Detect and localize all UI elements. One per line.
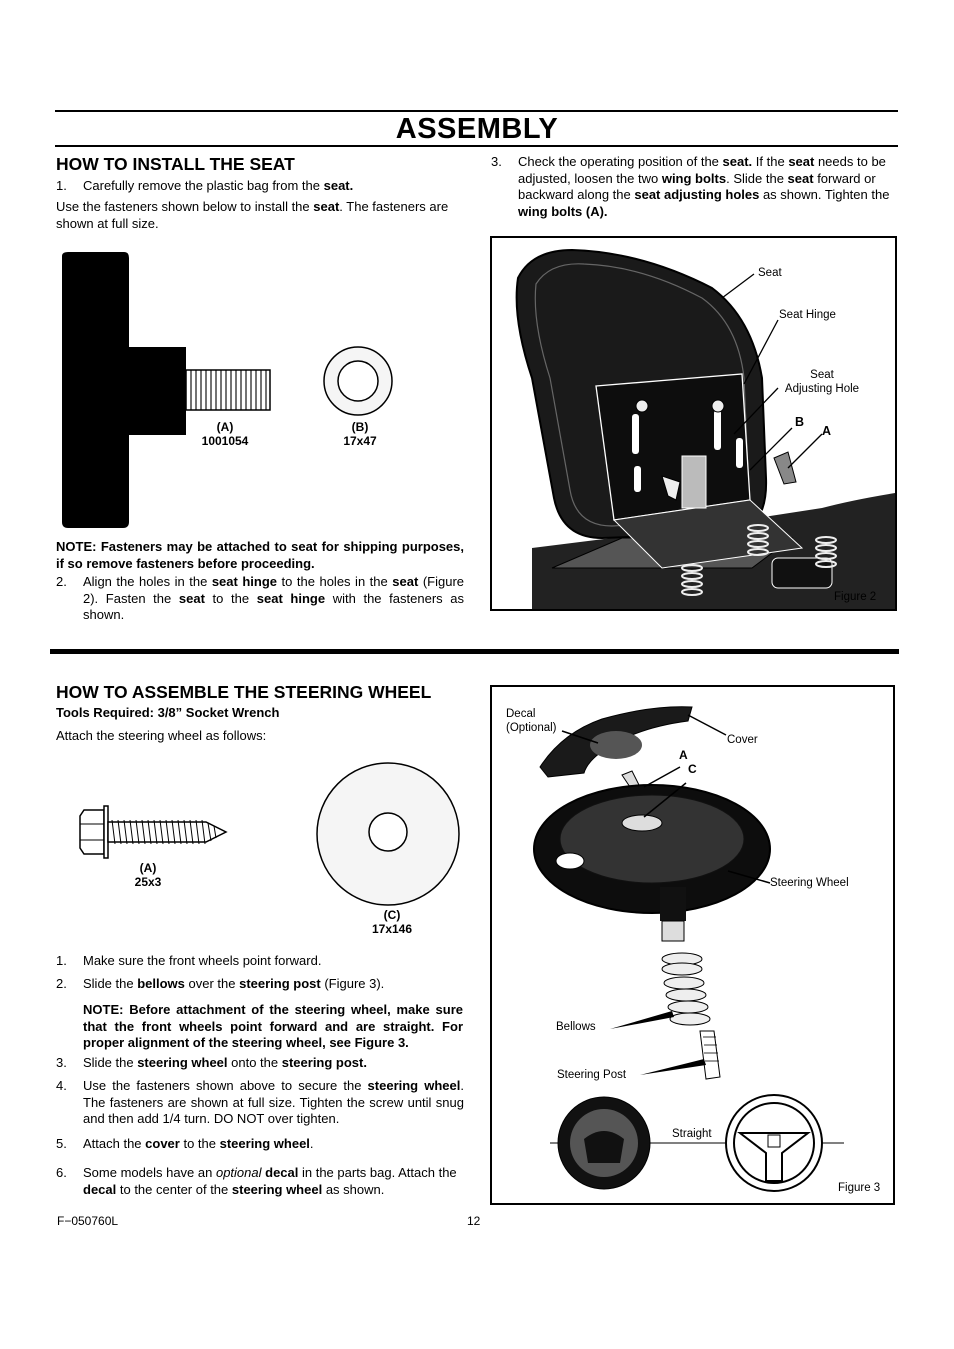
seat-part-b-label: (B) 17x47 bbox=[343, 420, 377, 448]
header-bottom-rule bbox=[55, 145, 898, 147]
fig2-caption: Figure 2 bbox=[834, 591, 877, 603]
figure-3: Decal (Optional) Cover A C Steering Whee… bbox=[490, 685, 895, 1205]
seat-note: NOTE: Fasteners may be attached to seat … bbox=[56, 539, 464, 571]
step-text: Slide the bellows over the steering post… bbox=[83, 976, 385, 991]
step-text: Align the holes in the seat hinge to the… bbox=[83, 574, 465, 622]
step-number: 3. bbox=[491, 154, 502, 169]
step-text: Attach the cover to the steering wheel. bbox=[83, 1136, 314, 1151]
washer-part-c-label: (C) 17x146 bbox=[371, 908, 413, 936]
step-text: Use the fasteners shown above to secure … bbox=[83, 1078, 464, 1126]
figure-2: Seat Seat Hinge Seat Adjusting Hole B A … bbox=[490, 236, 897, 611]
steering-intro: Attach the steering wheel as follows: bbox=[56, 728, 267, 743]
step-number: 5. bbox=[56, 1136, 67, 1151]
document-code: F−050760L bbox=[57, 1214, 119, 1228]
step-text: Make sure the front wheels point forward… bbox=[83, 953, 322, 968]
fig3-label-a: A bbox=[679, 748, 688, 762]
step-number: 2. bbox=[56, 976, 67, 991]
step-number: 4. bbox=[56, 1078, 67, 1093]
page-number: 12 bbox=[467, 1214, 481, 1228]
step-text: Check the operating position of the seat… bbox=[518, 154, 890, 219]
fig3-label-cover: Cover bbox=[727, 734, 758, 746]
step-text: Some models have an optional decal in th… bbox=[83, 1165, 457, 1197]
seat-bolt-a-illustration bbox=[62, 252, 271, 528]
fig3-label-decal: Decal (Optional) bbox=[506, 708, 557, 734]
step-text: Carefully remove the plastic bag from th… bbox=[83, 178, 354, 193]
fasteners-paragraph: Use the fasteners shown below to install… bbox=[56, 199, 449, 231]
step-number: 1. bbox=[56, 953, 67, 968]
step-number: 2. bbox=[56, 574, 67, 589]
steering-wheel-assembly-illustration bbox=[533, 706, 844, 1192]
fig3-label-c: C bbox=[688, 762, 697, 776]
fig3-label-steering-wheel: Steering Wheel bbox=[770, 877, 849, 889]
washer-c-illustration bbox=[316, 762, 460, 906]
wheel-note: NOTE: Before attachment of the steering … bbox=[83, 1002, 463, 1050]
fig3-label-bellows: Bellows bbox=[556, 1021, 596, 1033]
page-title: ASSEMBLY bbox=[395, 113, 559, 145]
step-text: Slide the steering wheel onto the steeri… bbox=[83, 1055, 367, 1070]
header-top-rule bbox=[55, 110, 898, 112]
step-number: 3. bbox=[56, 1055, 67, 1070]
fig3-label-steering-post: Steering Post bbox=[557, 1069, 627, 1081]
screw-part-a-label: (A) 25x3 bbox=[134, 861, 162, 889]
section-divider bbox=[50, 649, 899, 654]
seat-part-a-label: (A) 1001054 bbox=[201, 420, 249, 448]
seat-assembly-illustration bbox=[515, 248, 895, 609]
fig2-label-seat-hinge: Seat Hinge bbox=[779, 309, 836, 321]
fig2-label-a: A bbox=[822, 424, 832, 438]
fig2-label-seat: Seat bbox=[758, 267, 782, 279]
seat-washer-b-illustration bbox=[323, 346, 393, 416]
fig3-label-straight: Straight bbox=[672, 1128, 712, 1140]
fig3-caption: Figure 3 bbox=[838, 1182, 881, 1194]
seat-section-heading: HOW TO INSTALL THE SEAT bbox=[56, 154, 295, 174]
tools-required: Tools Required: 3/8” Socket Wrench bbox=[56, 705, 280, 720]
step-number: 1. bbox=[56, 178, 67, 193]
fig2-label-seat-adjusting-hole: Seat Adjusting Hole bbox=[784, 369, 860, 395]
steering-section-heading: HOW TO ASSEMBLE THE STEERING WHEEL bbox=[56, 682, 432, 702]
fig2-label-b: B bbox=[795, 415, 805, 429]
screw-a-illustration bbox=[79, 805, 228, 859]
step-number: 6. bbox=[56, 1165, 67, 1180]
